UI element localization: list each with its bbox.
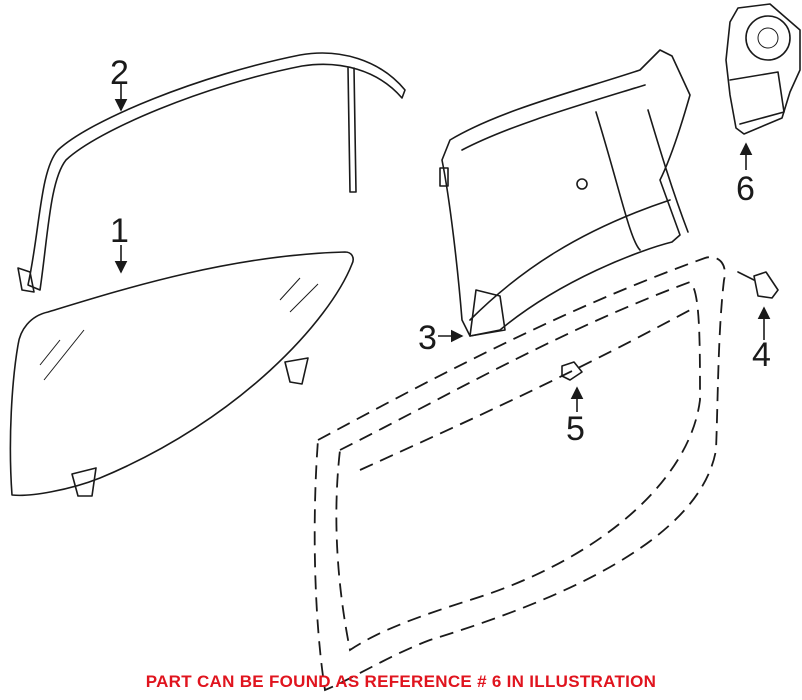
callout-6: 6 bbox=[736, 170, 755, 208]
callout-1: 1 bbox=[110, 212, 129, 250]
part-1-door-glass bbox=[9, 251, 354, 497]
callout-4: 4 bbox=[752, 336, 771, 374]
part-4-bolt bbox=[737, 271, 779, 299]
leader-arrows bbox=[114, 84, 771, 412]
callout-5: 5 bbox=[566, 410, 585, 448]
part-5-clip bbox=[561, 361, 583, 381]
reference-note: PART CAN BE FOUND AS REFERENCE # 6 IN IL… bbox=[145, 672, 657, 691]
door-seal-dashed-outline bbox=[313, 256, 726, 692]
part-3-window-regulator bbox=[439, 49, 691, 337]
part-2-run-channel bbox=[17, 52, 406, 293]
part-6-window-motor bbox=[725, 3, 801, 135]
callout-3: 3 bbox=[418, 319, 437, 357]
callout-2: 2 bbox=[110, 54, 129, 92]
